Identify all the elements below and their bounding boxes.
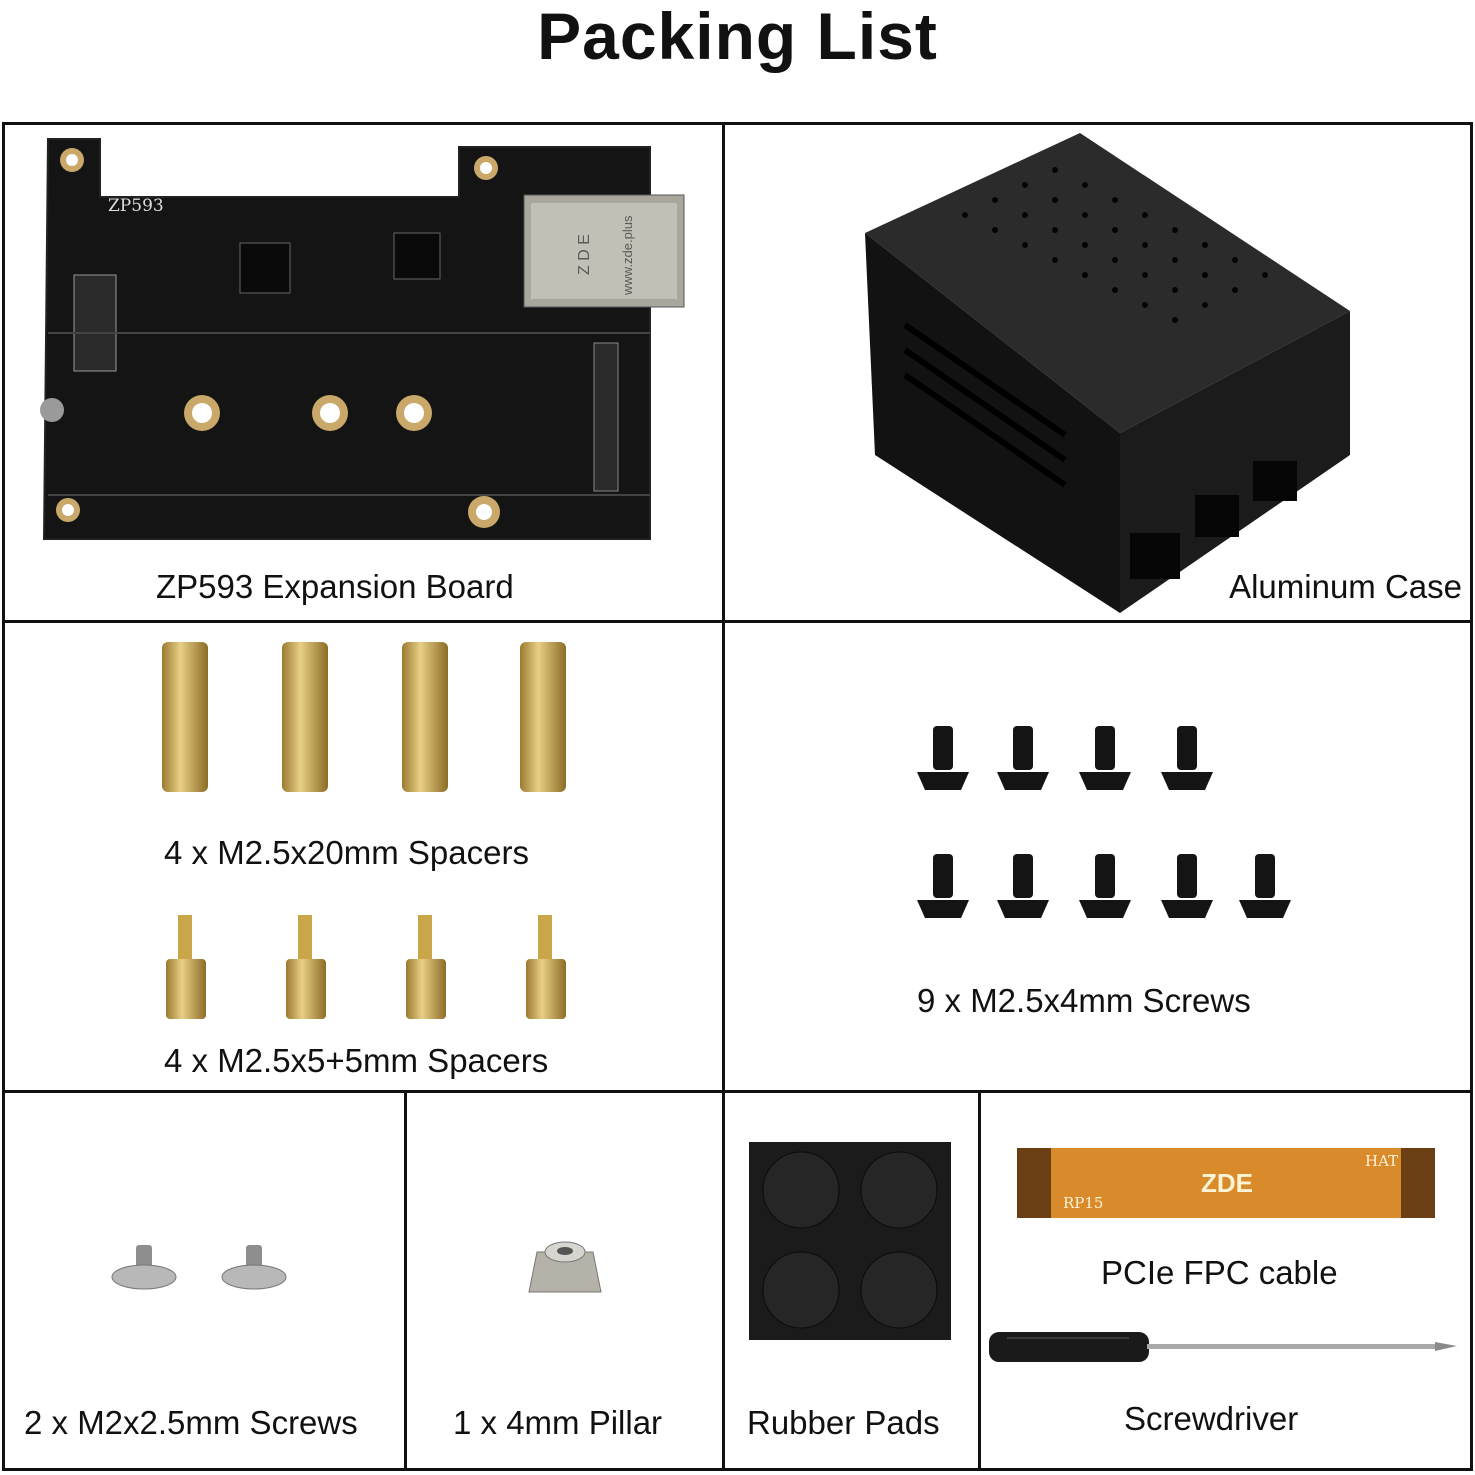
- pillar-image: [528, 1241, 602, 1293]
- rubber-pads-label: Rubber Pads: [747, 1404, 940, 1441]
- item-pillar: 1 x 4mm Pillar: [407, 1094, 722, 1470]
- board-connector-url: www.zde.plus: [620, 215, 635, 296]
- grid-divider: [2, 1090, 1473, 1093]
- expansion-board-label: ZP593 Expansion Board: [156, 568, 514, 605]
- grid-divider: [978, 1090, 981, 1471]
- item-spacers: 4 x M2.5x20mm Spacers 4 x M2.5x5+5mm Spa…: [4, 624, 722, 1090]
- item-fpc-screwdriver: ZDE RP15 HAT PCIe FPC cable Screwdriver: [979, 1094, 1470, 1470]
- item-rubber-pads: Rubber Pads: [725, 1094, 976, 1470]
- aluminum-case-image: [865, 133, 1350, 613]
- grid-border-left: [2, 122, 5, 1471]
- m25-screws-label: 9 x M2.5x4mm Screws: [917, 982, 1251, 1019]
- spacers-short-image: [166, 915, 566, 1019]
- grid-divider: [404, 1090, 407, 1471]
- expansion-board-image: Z D E www.zde.plus ZP593: [40, 138, 685, 540]
- spacers-long-label: 4 x M2.5x20mm Spacers: [164, 834, 529, 871]
- m2-screws-image: [111, 1245, 287, 1290]
- item-expansion-board: Z D E www.zde.plus ZP593 ZP593 Expansion…: [4, 125, 722, 621]
- grid-border-top: [2, 122, 1473, 125]
- rubber-pads-image: [749, 1142, 951, 1340]
- aluminum-case-label: Aluminum Case: [1229, 568, 1462, 605]
- m25-screws-image: [917, 726, 1291, 918]
- item-m2-screws: 2 x M2x2.5mm Screws: [4, 1094, 404, 1470]
- item-m25-screws: 9 x M2.5x4mm Screws: [725, 624, 1470, 1090]
- grid-border-bottom: [2, 1468, 1473, 1471]
- pillar-label: 1 x 4mm Pillar: [453, 1404, 663, 1441]
- item-aluminum-case: Aluminum Case: [725, 125, 1470, 621]
- screwdriver-image: [989, 1332, 1457, 1362]
- board-connector-text: Z D E: [576, 234, 593, 275]
- grid-divider: [2, 620, 1473, 623]
- fpc-cable-image: ZDE RP15 HAT: [1017, 1148, 1435, 1218]
- m2-screws-label: 2 x M2x2.5mm Screws: [24, 1404, 358, 1441]
- grid-divider: [722, 122, 725, 1471]
- spacers-long-image: [162, 642, 566, 792]
- grid-border-right: [1470, 122, 1473, 1471]
- fpc-right-text: HAT: [1365, 1152, 1398, 1170]
- fpc-center-text: ZDE: [1201, 1168, 1253, 1198]
- fpc-cable-label: PCIe FPC cable: [1101, 1254, 1338, 1291]
- page-title: Packing List: [537, 0, 938, 73]
- fpc-left-text: RP15: [1063, 1194, 1103, 1212]
- spacers-short-label: 4 x M2.5x5+5mm Spacers: [164, 1042, 549, 1079]
- screwdriver-label: Screwdriver: [1124, 1400, 1299, 1437]
- packing-grid: [2, 122, 1473, 1471]
- board-silk-label: ZP593: [108, 196, 164, 216]
